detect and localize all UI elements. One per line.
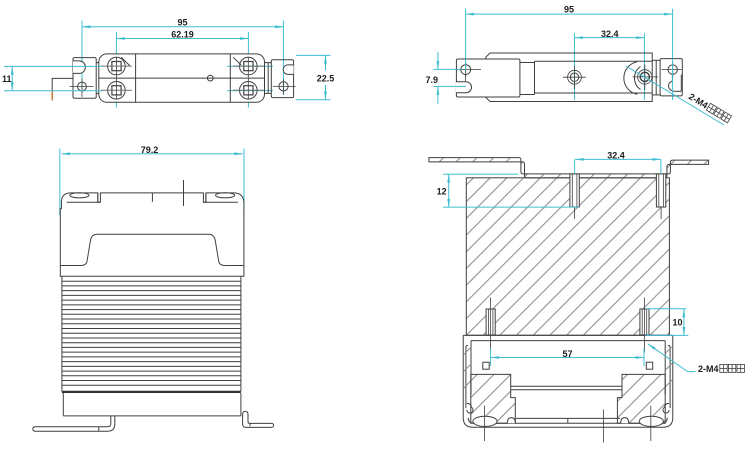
svg-text:32.4: 32.4 — [607, 151, 625, 161]
svg-text:57: 57 — [562, 349, 572, 359]
svg-text:32.4: 32.4 — [601, 29, 619, 39]
svg-text:22.5: 22.5 — [317, 73, 335, 83]
svg-text:2-M4: 2-M4 — [687, 91, 710, 110]
svg-text:12: 12 — [437, 186, 447, 196]
svg-text:2-M4: 2-M4 — [698, 364, 719, 374]
svg-text:7.9: 7.9 — [425, 75, 438, 85]
svg-text:62.19: 62.19 — [171, 29, 194, 39]
svg-text:95: 95 — [177, 18, 187, 28]
svg-text:79.2: 79.2 — [141, 145, 159, 155]
svg-text:10: 10 — [672, 318, 682, 328]
svg-text:11: 11 — [2, 74, 12, 84]
svg-text:95: 95 — [564, 5, 574, 15]
